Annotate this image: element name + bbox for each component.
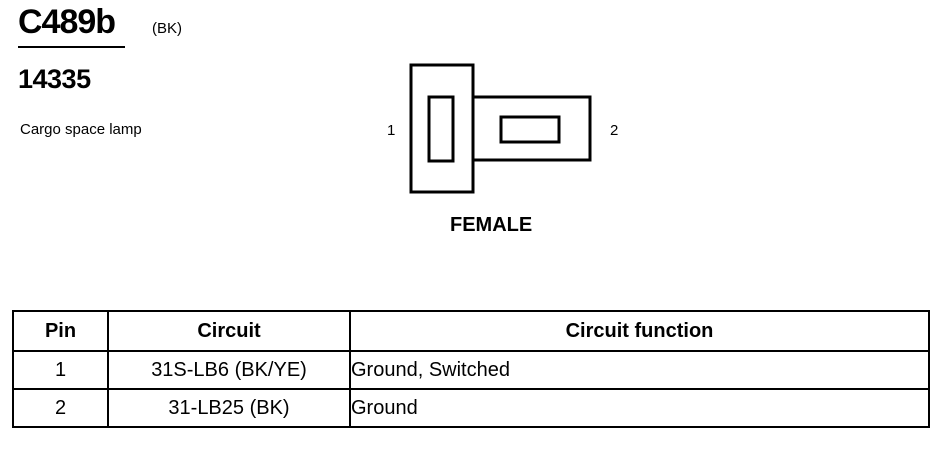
cell-pin: 2 (12, 388, 109, 428)
pin-2-label: 2 (610, 122, 618, 139)
pin-1-cavity (427, 95, 455, 163)
title-underline (18, 46, 125, 48)
cell-circuit: 31S-LB6 (BK/YE) (107, 350, 351, 390)
cell-circuit-function: Ground, Switched (349, 350, 930, 390)
part-number: 14335 (18, 64, 91, 94)
cell-circuit: 31-LB25 (BK) (107, 388, 351, 428)
connector-body-right (471, 95, 592, 162)
header-circuit-function: Circuit function (349, 310, 930, 352)
connector-gender-label: FEMALE (450, 214, 533, 236)
pin-table: Pin Circuit Circuit function 1 31S-LB6 (… (12, 310, 930, 428)
cell-circuit-function: Ground (349, 388, 930, 428)
header-circuit: Circuit (107, 310, 351, 352)
table-row: 1 31S-LB6 (BK/YE) Ground, Switched (12, 350, 930, 390)
connector-color: (BK) (152, 20, 182, 37)
connector-description: Cargo space lamp (20, 121, 142, 138)
table-row: 2 31-LB25 (BK) Ground (12, 388, 930, 428)
connector-id: C489b (18, 3, 116, 41)
table-header-row: Pin Circuit Circuit function (12, 310, 930, 352)
header-pin: Pin (12, 310, 109, 352)
cell-pin: 1 (12, 350, 109, 390)
pin-2-cavity (499, 115, 561, 144)
connector-face-diagram: 1 2 (387, 63, 618, 194)
pin-1-label: 1 (387, 122, 395, 139)
connector-body-left (409, 63, 475, 194)
